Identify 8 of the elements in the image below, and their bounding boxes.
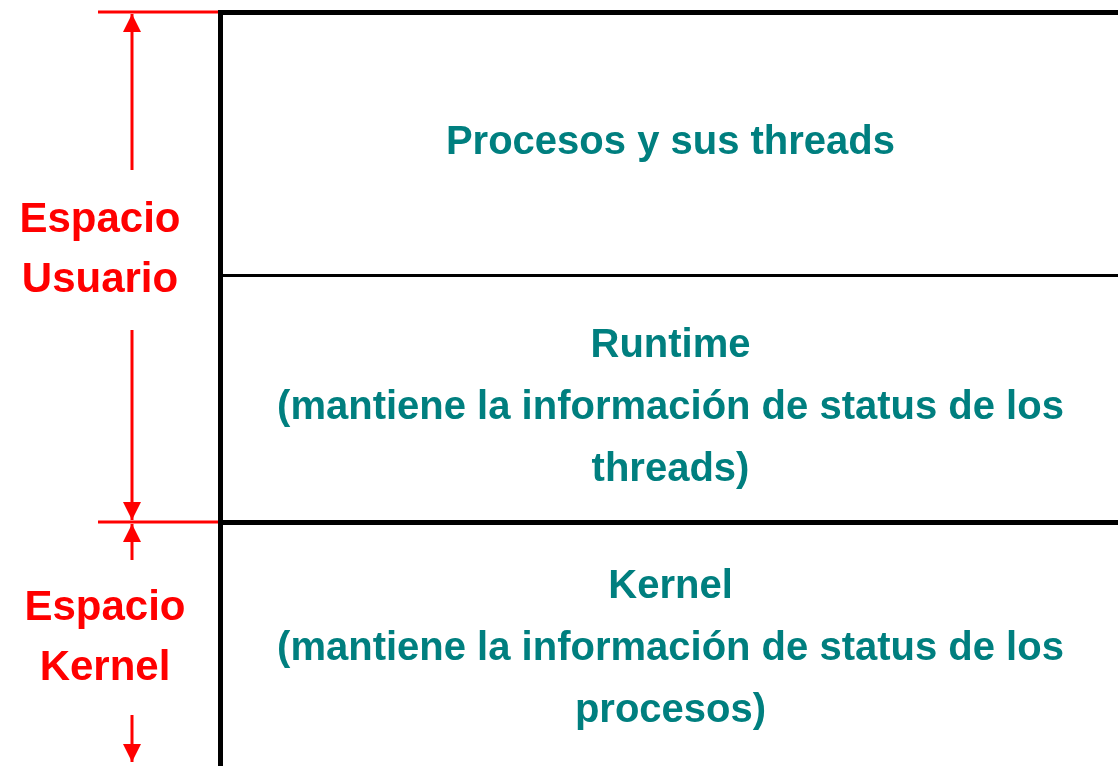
layer-band [218, 520, 1118, 766]
layer-band [218, 10, 1118, 276]
band-description: (mantiene la información de status de los threads) [276, 381, 1065, 491]
band-heading: Runtime [590, 319, 751, 367]
band-heading: Procesos y sus threads [445, 116, 896, 164]
band-description: (mantiene la información de status de los procesos) [276, 622, 1065, 732]
band-heading: Kernel [608, 560, 733, 608]
layer-band [218, 274, 1118, 522]
